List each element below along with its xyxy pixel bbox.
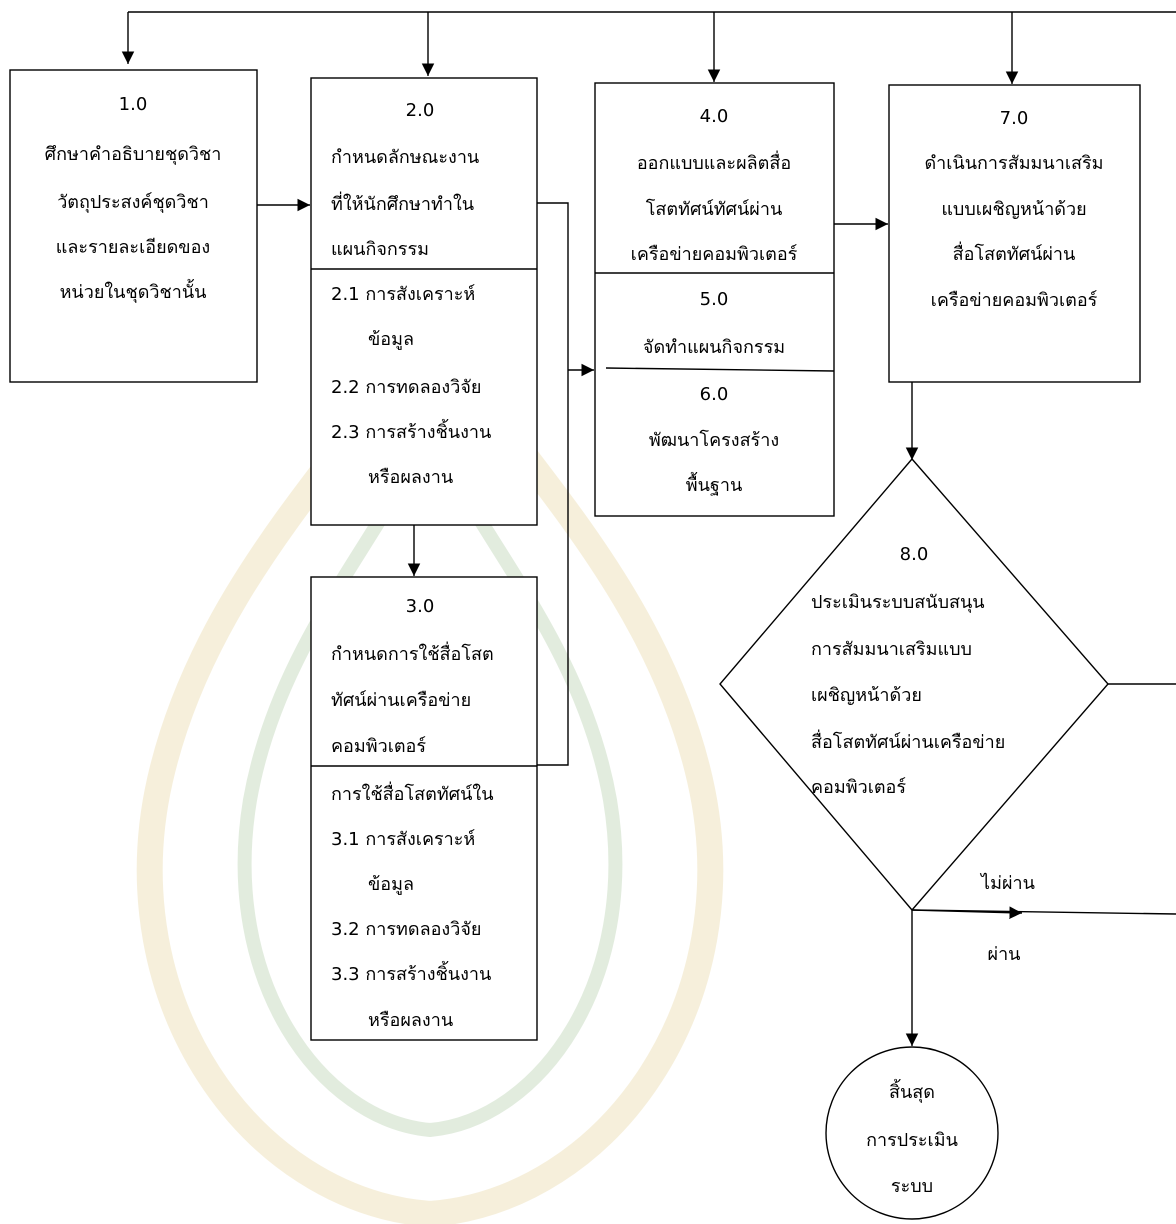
box-4-number: 4.0 (700, 106, 729, 127)
box-3-subline: ข้อมูล (368, 874, 414, 895)
process-box-4-6 (594, 82, 835, 517)
box-4-line: เครือข่ายคอมพิวเตอร์ (631, 244, 798, 265)
process-box-1 (9, 69, 258, 383)
diagram-text: 1.0 ศึกษาคำอธิบายชุดวิชาวัตถุประสงค์ชุดวิ… (45, 94, 1104, 1197)
box-7-number: 7.0 (1000, 108, 1029, 129)
box-3-line: คอมพิวเตอร์ (331, 736, 426, 757)
process-box-3 (310, 576, 538, 1041)
box-6-line: พัฒนาโครงสร้าง (649, 429, 779, 451)
box-4-line: ออกแบบและผลิตสื่อ (637, 150, 791, 174)
box-7-line: ดำเนินการสัมมนาเสริม (924, 153, 1103, 174)
box-7-line: แบบเผชิญหน้าด้วย (941, 199, 1086, 220)
decision-line: ประเมินระบบสนับสนุน (811, 592, 985, 613)
box-5-divider (605, 367, 835, 372)
box-3-subline: หรือผลงาน (368, 1010, 453, 1031)
decision-diamond-8 (719, 457, 1109, 912)
box-5-line: จัดทำแผนกิจกรรม (643, 337, 785, 358)
box-1-line: วัตถุประสงค์ชุดวิชา (57, 192, 209, 213)
box-3-line: ทัศน์ผ่านเครือข่าย (331, 690, 471, 711)
end-line: ระบบ (891, 1176, 933, 1197)
box-3-subline: 3.1 การสังเคราะห์ (331, 829, 475, 850)
box-1-line: ศึกษาคำอธิบายชุดวิชา (45, 144, 222, 165)
line-3-right (537, 370, 569, 766)
end-line: การประเมิน (866, 1130, 958, 1151)
box-3-subline: 3.2 การทดลองวิจัย (331, 919, 481, 940)
box-2-line: แผนกิจกรรม (331, 239, 429, 260)
line-2-right (537, 202, 569, 370)
box-3-line: กำหนดการใช้สื่อโสต (331, 641, 494, 665)
box-7-line: สื่อโสตทัศน์ผ่าน (953, 241, 1076, 265)
box-1-number: 1.0 (119, 94, 148, 115)
box-6-line: พื้นฐาน (686, 472, 743, 496)
box-3-subline: การใช้สื่อโสตทัศน์ใน (331, 781, 494, 805)
decision-number: 8.0 (900, 544, 929, 565)
box-2-subline: ข้อมูล (368, 329, 414, 350)
fail-label: ไม่ผ่าน (979, 872, 1035, 894)
box-2-number: 2.0 (406, 100, 435, 121)
arrow-fail (911, 906, 1023, 919)
process-box-2 (310, 77, 538, 526)
pass-label: ผ่าน (988, 944, 1021, 965)
box-2-line: ที่ให้นักศึกษาทำใน (331, 191, 474, 215)
decision-line: สื่อโสตทัศน์ผ่านเครือข่าย (811, 729, 1005, 753)
box-4-line: โสตทัศน์ทัศน์ผ่าน (646, 198, 783, 220)
decision-line: เผชิญหน้าด้วย (811, 685, 922, 706)
box-7-line: เครือข่ายคอมพิวเตอร์ (931, 290, 1098, 311)
box-3-subline: 3.3 การสร้างชิ้นงาน (331, 961, 491, 985)
decision-line: คอมพิวเตอร์ (811, 777, 906, 798)
box-2-subline: 2.2 การทดลองวิจัย (331, 377, 481, 398)
connectors (121, 11, 1176, 1046)
end-line: สิ้นสุด (889, 1079, 935, 1103)
box-1-line: และรายละเอียดของ (56, 237, 210, 258)
decision-line: การสัมมนาเสริมแบบ (811, 639, 972, 660)
box-6-number: 6.0 (700, 384, 729, 405)
box-1-line: หน่วยในชุดวิชานั้น (60, 279, 207, 303)
box-5-number: 5.0 (700, 289, 729, 310)
box-2-subline: 2.3 การสร้างชิ้นงาน (331, 419, 491, 443)
box-2-subline: หรือผลงาน (368, 467, 453, 488)
box-2-line: กำหนดลักษณะงาน (331, 147, 479, 168)
process-box-7 (888, 84, 1141, 383)
box-3-number: 3.0 (406, 596, 435, 617)
end-terminal (825, 1046, 999, 1220)
box-2-subline: 2.1 การสังเคราะห์ (331, 284, 475, 305)
